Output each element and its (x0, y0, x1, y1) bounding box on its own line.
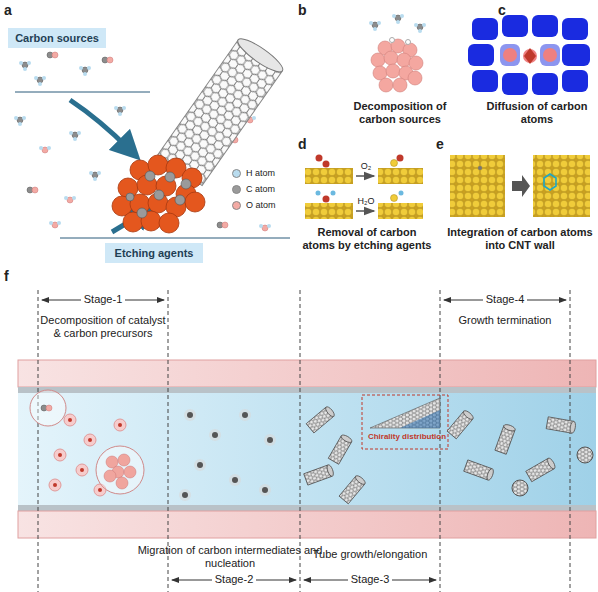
label-box: Carbon sources (8, 28, 106, 48)
legend-text: C atom (246, 184, 275, 194)
box-label: Etching agents (115, 247, 194, 259)
panel-caption-text: Diffusion of carbon atoms (487, 100, 588, 125)
panel-caption-text: Removal of carbon atoms by etching agent… (303, 226, 432, 251)
stage-label-text: Stage-4 (483, 293, 528, 305)
panel-caption: Decomposition of carbon sources (335, 100, 465, 126)
panel-c-art (468, 15, 590, 95)
stage-description-text: Growth termination (459, 314, 552, 326)
chemical-formula-text: O₂ (361, 161, 372, 171)
stage-brackets (42, 300, 566, 580)
stage-label-text: Stage-1 (81, 293, 126, 305)
panel-letter-text: c (498, 2, 506, 18)
reactor-contents (30, 390, 593, 504)
stage-description-text: Tube growth/elongation (313, 548, 428, 560)
panel-caption-text: Integration of carbon atoms into CNT wal… (447, 226, 592, 251)
panel-letter: f (4, 268, 24, 285)
panel-letter: c (498, 2, 518, 19)
stage-description-text: Migration of carbon intermediates and nu… (138, 544, 323, 569)
reactor-tube (18, 360, 596, 538)
legend-swatch (232, 185, 241, 194)
panel-e-art (450, 155, 590, 217)
panel-letter-text: d (298, 136, 307, 152)
callout-label-text: Chirality distribution (368, 432, 446, 441)
panel-caption: Diffusion of carbon atoms (478, 100, 596, 126)
stage-description: Tube growth/elongation (300, 548, 440, 561)
panel-caption-text: Decomposition of carbon sources (354, 100, 447, 125)
stage-label-text: Stage-2 (212, 573, 257, 585)
legend-text: O atom (246, 200, 276, 210)
chemical-formula: H₂O (346, 196, 386, 207)
stage-label: Stage-2 (168, 573, 300, 586)
panel-letter: b (298, 2, 318, 19)
panel-letter-text: f (4, 268, 9, 284)
chemical-formula: O₂ (346, 161, 386, 172)
legend-row: H atom (232, 166, 275, 180)
stage-dividers (38, 290, 570, 592)
panel-b-art (369, 14, 426, 92)
chemical-formula-text: H₂O (358, 196, 375, 206)
panel-letter-text: e (436, 136, 444, 152)
stage-description: Migration of carbon intermediates and nu… (130, 544, 330, 570)
stage-label-text: Stage-3 (348, 573, 393, 585)
label-box: Etching agents (105, 243, 203, 263)
panel-caption: Removal of carbon atoms by etching agent… (302, 226, 432, 252)
box-label: Carbon sources (15, 32, 99, 44)
legend-row: O atom (232, 198, 276, 212)
panel-letter-text: a (4, 2, 12, 18)
stage-description: Decomposition of catalyst & carbon precu… (38, 314, 168, 340)
callout-label: Chirality distribution (352, 432, 462, 442)
stage-label: Stage-1 (38, 293, 168, 306)
panel-letter-text: b (298, 2, 307, 18)
panel-letter: e (436, 136, 456, 153)
stage-description-text: Decomposition of catalyst & carbon precu… (40, 314, 165, 339)
panel-d-art (305, 155, 423, 220)
legend-text: H atom (246, 168, 275, 178)
panel-caption: Integration of carbon atoms into CNT wal… (445, 226, 595, 252)
stage-label: Stage-3 (300, 573, 440, 586)
legend-swatch (232, 201, 241, 210)
panel-a-art (14, 34, 290, 238)
panel-letter: a (4, 2, 24, 19)
stage-label: Stage-4 (440, 293, 570, 306)
legend-swatch (232, 169, 241, 178)
stage-description: Growth termination (440, 314, 570, 327)
legend-row: C atom (232, 182, 275, 196)
panel-letter: d (298, 136, 318, 153)
